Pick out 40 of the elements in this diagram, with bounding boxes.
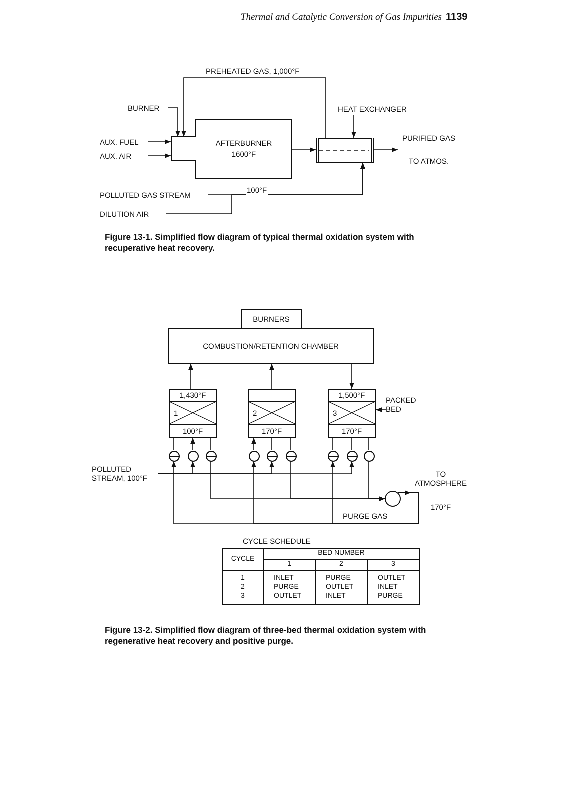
running-header: Thermal and Catalytic Conversion of Gas Impurities xyxy=(240,14,442,23)
page-number: 1139 xyxy=(446,13,469,22)
flow-line xyxy=(182,78,326,138)
valve-symbol xyxy=(168,450,180,462)
leader-line xyxy=(376,408,386,412)
flow-line xyxy=(330,461,420,524)
valve-symbol xyxy=(206,450,216,462)
valve-symbol xyxy=(188,450,198,462)
packed-bed-box xyxy=(169,389,217,438)
flow-line xyxy=(350,364,354,390)
figure-caption: Figure 13-1. Simplified flow diagram of typical thermal oxidation system with recuperative heat recovery. xyxy=(105,232,416,254)
valve-symbol xyxy=(364,450,374,462)
flow-line xyxy=(368,461,386,502)
flow-line xyxy=(252,438,256,451)
figure-caption: Figure 13-2. Simplified flow diagram of three-bed thermal oxidation system with regenerative heat recovery and positive purge. xyxy=(105,625,428,647)
pump-symbol xyxy=(385,491,401,507)
valve-symbol xyxy=(328,450,338,462)
flow-line xyxy=(292,148,316,152)
afterburner-box xyxy=(171,119,292,179)
flow-line xyxy=(148,140,172,144)
packed-bed-box xyxy=(248,389,296,438)
valve-symbol xyxy=(266,450,278,462)
flow-line xyxy=(190,438,196,451)
flow-line xyxy=(210,438,212,451)
valve-symbol xyxy=(346,450,358,462)
flow-line xyxy=(374,148,398,152)
flow-line xyxy=(368,438,370,451)
flow-line xyxy=(270,364,274,390)
heat-exchanger-box xyxy=(316,138,374,163)
packed-bed-box xyxy=(328,389,376,438)
flow-line xyxy=(158,461,354,474)
flow-line xyxy=(332,438,334,451)
flow-line xyxy=(188,364,194,390)
valve-symbol xyxy=(248,450,260,462)
flow-line xyxy=(290,438,292,451)
leader-line xyxy=(352,114,356,138)
flow-line xyxy=(166,162,366,214)
leader-line xyxy=(168,108,180,138)
flow-line xyxy=(148,154,172,158)
valve-symbol xyxy=(286,450,296,462)
